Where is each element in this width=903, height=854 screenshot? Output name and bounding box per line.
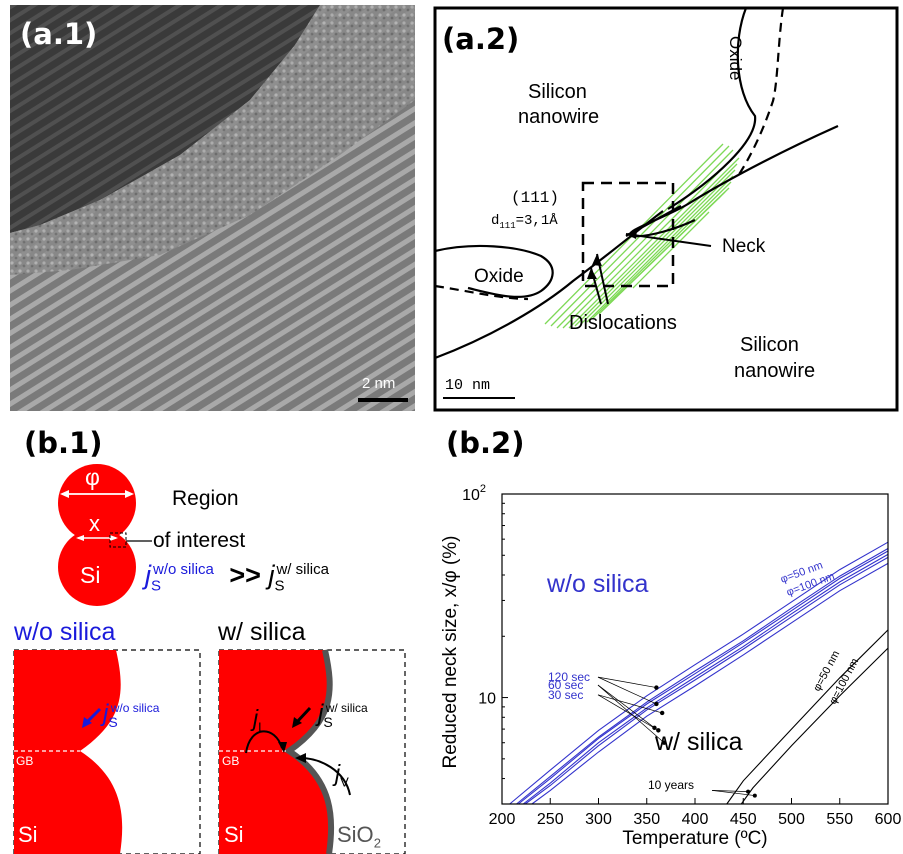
x-tick-label: 600 [875,811,902,828]
w-time-leader [711,790,749,792]
y-tick-label: 102 [462,483,486,504]
wo-series-line-3 [518,550,889,805]
neck-schematic [433,6,899,412]
dislocations-label: Dislocations [569,312,677,334]
flux-relation: jSw/o silica >> jSw/ silica [145,560,337,594]
si-label-wo: Si [18,822,38,847]
dspacing-val: =3,1Å [515,213,558,229]
wo-silica-label: w/o silica [546,570,649,598]
flux-js-w: jSw/ silica [318,700,368,730]
region-label-1: Region [172,487,239,510]
dspacing-sub: 111 [499,220,516,231]
plane-label: (111) [511,189,560,207]
wo-time-label: 120 sec [548,670,590,684]
wo-series-line-5 [531,562,889,805]
flux-js-wo: jSw/o silica [103,700,160,730]
flux-jl: jL [253,705,266,735]
flux-relation-sign: >> [229,560,261,590]
neck-size-chart: 200 250 300 350 400 450 500 550 600 10 102 120 sec6… [440,483,902,849]
x-tick-label: 500 [778,811,805,828]
tem-image [10,5,415,411]
y-axis-title: Reduced neck size, x/φ (%) [440,535,461,768]
y-tick-label: 10 [478,691,496,708]
x-tick-label: 300 [585,811,612,828]
si-top-label-2: nanowire [518,106,600,128]
gb-label-w: GB [222,754,240,768]
panel-b2: (b.2) 200 250 300 350 400 450 500 550 600 10 102 12… [430,420,903,854]
dspacing-main: d [491,213,500,229]
si-particle-label: Si [80,562,101,588]
panel-label-a2: (a.2) [442,22,520,56]
time-marker [654,685,659,690]
oxide-left-label: Oxide [474,266,524,287]
time-leader [597,694,659,731]
panel-a2: (a.2) Oxide Silicon nanowire (111) d111=… [433,6,899,412]
dspacing-label: d111=3,1Å [491,213,558,231]
si-label-w: Si [224,822,244,847]
particle-bottom [58,528,136,606]
time-leader [597,676,657,688]
wo-silica-title: w/o silica [14,618,116,646]
oxide-top-label: Oxide [726,36,745,81]
phi-label: φ [85,464,100,490]
scale-label-a2: 10 nm [445,377,491,394]
x-tick-label: 400 [682,811,709,828]
si-bottom-label-2: nanowire [734,360,816,382]
si-bottom-label-1: Silicon [740,334,799,356]
x-axis-title: Temperature (ºC) [622,828,767,849]
panel-b1: (b.1) φ x Si Region of interest jSw/o si… [0,420,430,854]
region-label-2: of interest [153,529,246,552]
w-silica-title: w/ silica [218,618,306,646]
si-top-label-1: Silicon [528,81,587,103]
time-leader [597,676,657,705]
plot-frame [501,493,889,805]
wo-series-line-1 [516,548,889,805]
panel-label-a1: (a.1) [20,17,98,51]
panel-label-b1: (b.1) [24,426,103,460]
flux-jv: jV [335,760,349,790]
w-time-label: 10 years [648,778,694,792]
wo-time-label: 60 sec [548,678,583,692]
scale-label-a1: 2 nm [362,375,396,392]
panel-a1: (a.1) 2 nm [10,5,415,411]
x-label: x [89,511,100,536]
w-silica-label: w/ silica [654,728,743,756]
neck-closeups [13,649,406,854]
time-marker [656,728,661,733]
time-leader [597,694,663,714]
w-time-leader [711,790,755,796]
sio2-label: SiO2 [337,822,381,851]
gb-label-wo: GB [16,754,34,768]
flux-j-wo: jSw/o silica [145,560,214,595]
wo-series-line-2 [522,553,889,805]
x-tick-label: 450 [730,811,757,828]
time-leader [597,684,655,729]
region-box [581,181,675,288]
panel-label-b2: (b.2) [446,426,525,460]
x-tick-label: 200 [489,811,516,828]
x-tick-label: 250 [537,811,564,828]
wo-series-line-4 [524,556,889,805]
neck-label: Neck [722,236,766,257]
x-tick-label: 550 [826,811,853,828]
w-series-line-1 [740,647,889,805]
particle-top [58,464,136,542]
particles-diagram [58,464,152,606]
flux-j-w: jSw/ silica [268,560,329,595]
w-series-line-0 [726,629,889,805]
wo-series-line-0 [509,541,889,805]
wo-time-label: 30 sec [548,688,583,702]
time-marker [654,701,659,707]
x-tick-label: 350 [633,811,660,828]
neck-arrow [625,233,712,247]
